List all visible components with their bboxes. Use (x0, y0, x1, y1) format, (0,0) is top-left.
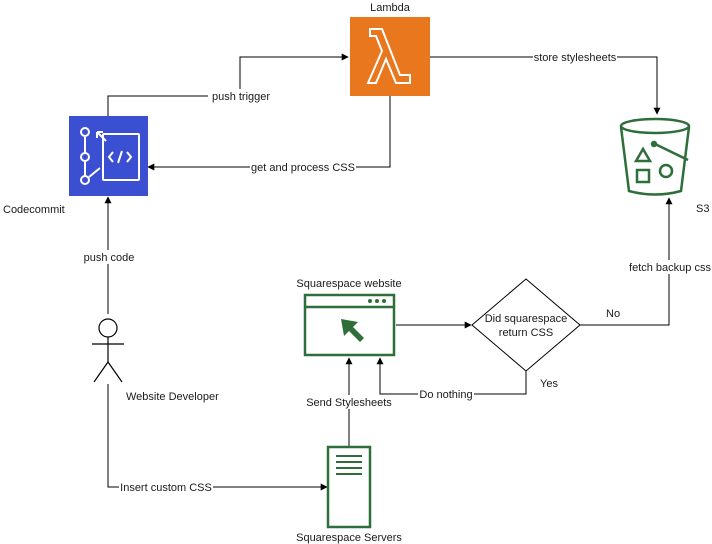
squarespace-website-node[interactable]: Squarespace website (296, 278, 402, 357)
label-push-trigger: push trigger (208, 89, 274, 103)
svg-text:return CSS: return CSS (499, 327, 553, 339)
server-icon (326, 445, 372, 529)
svg-text:Do nothing: Do nothing (419, 389, 472, 401)
codecommit-node[interactable]: Codecommit (3, 116, 148, 216)
edge-decision-no (580, 197, 673, 326)
svg-text:Website Developer: Website Developer (126, 391, 219, 403)
decision-diamond (471, 278, 581, 372)
website-developer-node[interactable]: Website Developer (92, 318, 219, 403)
svg-text:Insert custom CSS: Insert custom CSS (120, 482, 212, 494)
lambda-icon (366, 28, 411, 84)
label-push-code: push code (82, 250, 136, 264)
decision-node[interactable]: Did squarespace return CSS (471, 278, 581, 372)
edge-get-process-css (147, 96, 391, 171)
svg-text:store stylesheets: store stylesheets (534, 52, 617, 64)
s3-bucket-icon (619, 117, 691, 196)
svg-text:Squarespace website: Squarespace website (296, 278, 401, 290)
svg-text:fetch backup css: fetch backup css (629, 262, 711, 274)
svg-text:push trigger: push trigger (212, 91, 270, 103)
svg-text:Send Stylesheets: Send Stylesheets (306, 397, 392, 409)
edge-insert-custom-css (107, 384, 328, 491)
svg-text:S3: S3 (696, 203, 709, 215)
browser-window-icon (303, 293, 396, 357)
label-store-stylesheets: store stylesheets (533, 50, 617, 64)
cursor-arrow-icon (341, 319, 364, 342)
label-send-stylesheets: Send Stylesheets (304, 395, 394, 409)
label-get-process-css: get and process CSS (250, 160, 356, 174)
label-fetch-backup-css: fetch backup css (627, 260, 712, 274)
svg-text:Did squarespace: Did squarespace (485, 313, 568, 325)
label-no: No (606, 308, 620, 320)
edge-store-stylesheets (430, 56, 661, 115)
svg-text:Squarespace Servers: Squarespace Servers (296, 532, 402, 544)
svg-text:Codecommit: Codecommit (3, 204, 65, 216)
svg-text:push code: push code (84, 252, 135, 264)
svg-text:get and process CSS: get and process CSS (251, 162, 355, 174)
actor-icon (92, 318, 124, 383)
squarespace-servers-node[interactable]: Squarespace Servers (296, 445, 402, 544)
label-insert-custom-css: Insert custom CSS (119, 480, 213, 494)
label-do-nothing: Do nothing (418, 387, 474, 401)
svg-text:Lambda: Lambda (370, 2, 411, 14)
edge-push-trigger (107, 53, 349, 116)
label-yes: Yes (540, 378, 558, 390)
lambda-icon-background (350, 17, 430, 96)
codecommit-icon (80, 127, 140, 185)
lambda-node[interactable]: Lambda (350, 2, 430, 96)
s3-node[interactable]: S3 (619, 117, 709, 215)
